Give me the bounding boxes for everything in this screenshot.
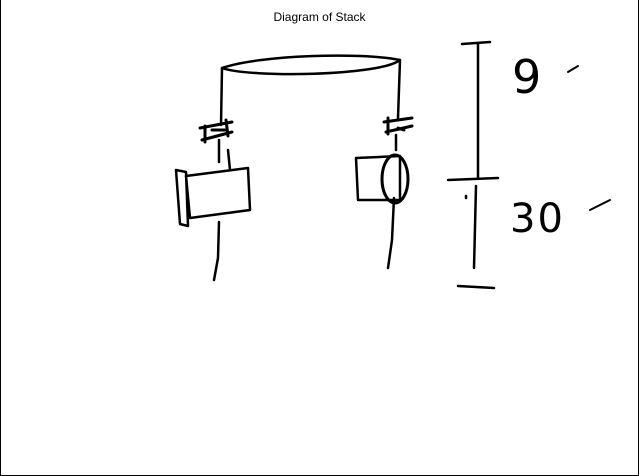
dimension-upper-tick <box>567 65 579 73</box>
right-stack-box <box>354 154 402 202</box>
right-valve-symbol <box>382 116 414 136</box>
right-pipe <box>386 58 402 270</box>
left-stack-top <box>226 148 232 172</box>
left-pipe <box>212 66 224 282</box>
diagram-title: Diagram of Stack <box>273 10 366 24</box>
dimension-upper-line <box>446 40 500 182</box>
left-valve-symbol <box>198 118 234 144</box>
top-crossbar <box>220 54 402 76</box>
dimension-upper-label: 9 <box>512 50 542 104</box>
dimension-lower-tick <box>589 199 611 211</box>
right-stack-drum <box>380 153 410 205</box>
dimension-lower-line <box>456 184 496 290</box>
left-stack-box <box>184 166 252 220</box>
dimension-lower-label: 30 <box>510 196 565 242</box>
left-stack-flange <box>174 168 190 228</box>
